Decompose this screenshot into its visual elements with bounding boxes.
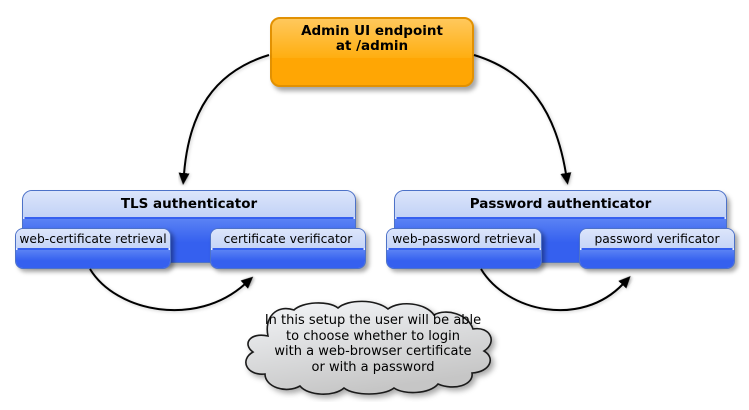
password-verificator-label: password verificator xyxy=(580,229,734,248)
tls-authenticator-title: TLS authenticator xyxy=(23,191,355,217)
admin-ui-endpoint-label: Admin UI endpoint at /admin xyxy=(272,19,472,58)
arrow-admin-to-tls xyxy=(178,54,270,185)
note-line-4: or with a password xyxy=(311,359,435,375)
node-web-certificate-retrieval: web-certificate retrieval xyxy=(15,228,171,269)
arrow-admin-to-password xyxy=(473,54,572,185)
node-certificate-verificator: certificate verificator xyxy=(210,228,366,269)
password-verificator-body xyxy=(580,249,734,268)
web-password-retrieval-label: web-password retrieval xyxy=(387,229,541,248)
password-authenticator-title: Password authenticator xyxy=(395,191,726,217)
certificate-verificator-label: certificate verificator xyxy=(211,229,365,248)
note-cloud-text: In this setup the user will be able to c… xyxy=(252,313,494,375)
certificate-verificator-body xyxy=(211,249,365,268)
node-web-password-retrieval: web-password retrieval xyxy=(386,228,542,269)
node-admin-ui-endpoint: Admin UI endpoint at /admin xyxy=(270,17,474,87)
admin-ui-endpoint-label-line1: Admin UI endpoint xyxy=(301,23,443,39)
arrow-password-retrieval-to-verificator xyxy=(480,268,631,312)
web-certificate-retrieval-body xyxy=(16,249,170,268)
node-password-verificator: password verificator xyxy=(579,228,735,269)
web-password-retrieval-body xyxy=(387,249,541,268)
web-certificate-retrieval-label: web-certificate retrieval xyxy=(16,229,170,248)
note-line-2: to choose whether to login xyxy=(286,328,460,344)
admin-ui-endpoint-label-line2: at /admin xyxy=(335,38,409,54)
arrow-cert-retrieval-to-verificator xyxy=(89,268,254,312)
note-line-3: with a web-browser certificate xyxy=(274,344,472,359)
note-line-1: In this setup the user will be able xyxy=(264,313,482,328)
